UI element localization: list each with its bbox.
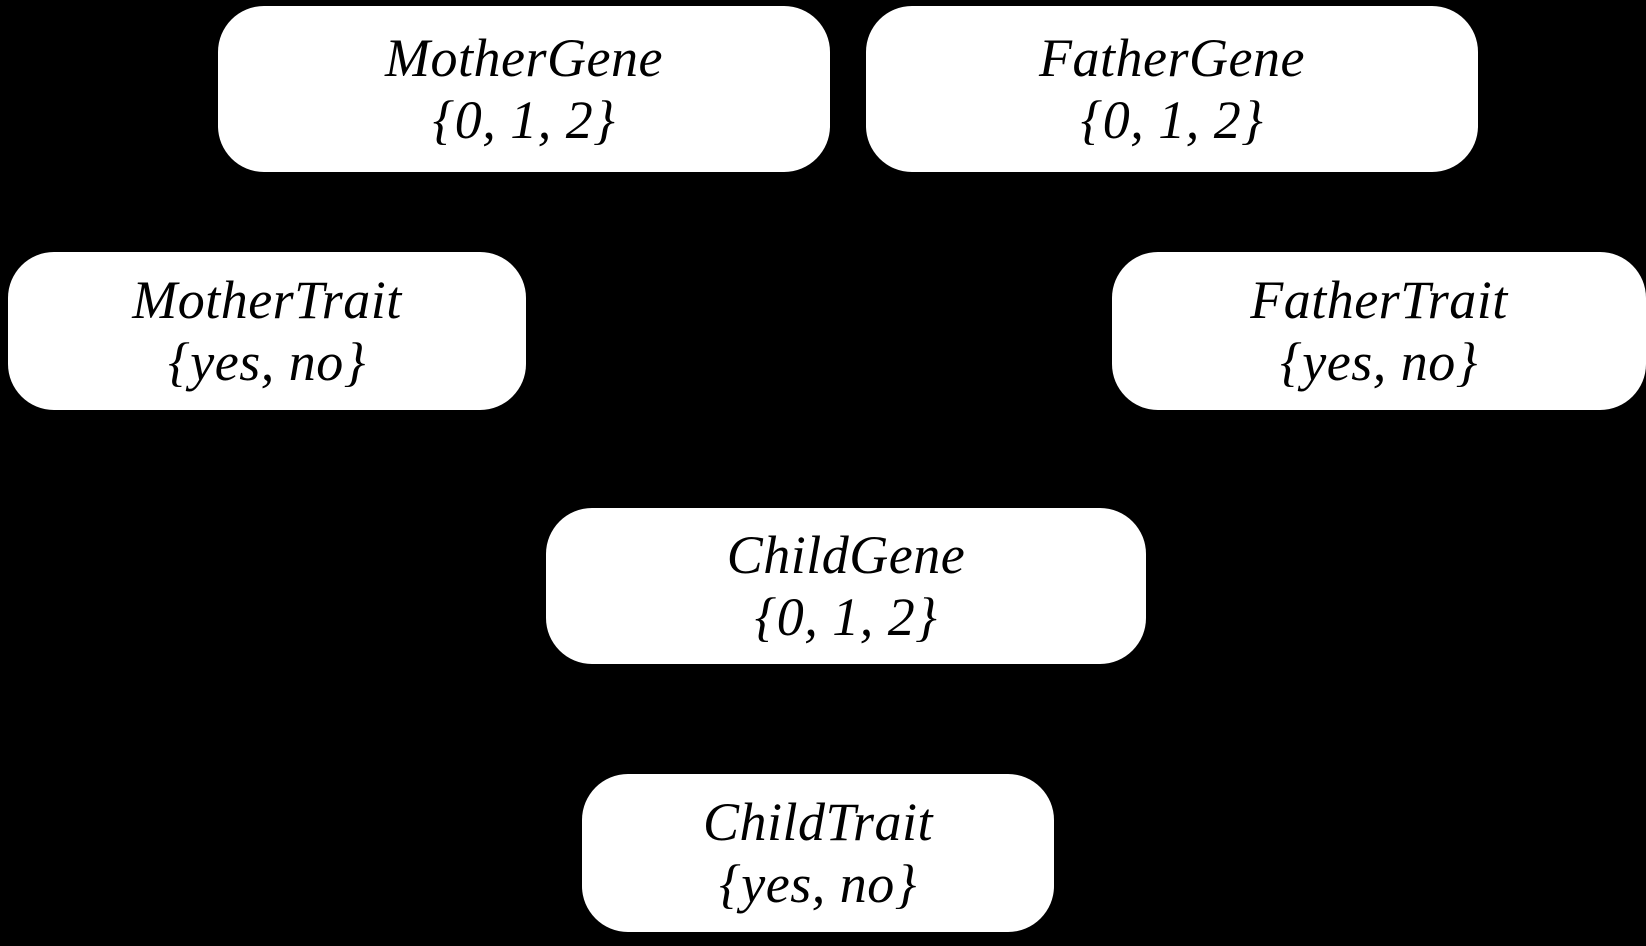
node-father-trait[interactable]: FatherTrait {yes, no} xyxy=(1112,252,1646,410)
node-father-gene[interactable]: FatherGene {0, 1, 2} xyxy=(866,6,1478,172)
node-child-trait-domain: {yes, no} xyxy=(719,854,917,914)
node-child-trait[interactable]: ChildTrait {yes, no} xyxy=(582,774,1054,932)
node-mother-gene-name: MotherGene xyxy=(385,27,663,88)
node-mother-gene[interactable]: MotherGene {0, 1, 2} xyxy=(218,6,830,172)
node-child-gene-domain: {0, 1, 2} xyxy=(754,587,938,647)
node-father-gene-name: FatherGene xyxy=(1039,27,1305,88)
node-child-gene[interactable]: ChildGene {0, 1, 2} xyxy=(546,508,1146,664)
node-father-trait-domain: {yes, no} xyxy=(1280,332,1478,392)
node-mother-gene-domain: {0, 1, 2} xyxy=(432,90,616,150)
node-mother-trait-domain: {yes, no} xyxy=(168,332,366,392)
node-father-gene-domain: {0, 1, 2} xyxy=(1080,90,1264,150)
node-mother-trait[interactable]: MotherTrait {yes, no} xyxy=(8,252,526,410)
node-child-trait-name: ChildTrait xyxy=(702,791,934,852)
node-child-gene-name: ChildGene xyxy=(726,524,966,585)
node-father-trait-name: FatherTrait xyxy=(1250,269,1508,330)
node-mother-trait-name: MotherTrait xyxy=(132,269,402,330)
